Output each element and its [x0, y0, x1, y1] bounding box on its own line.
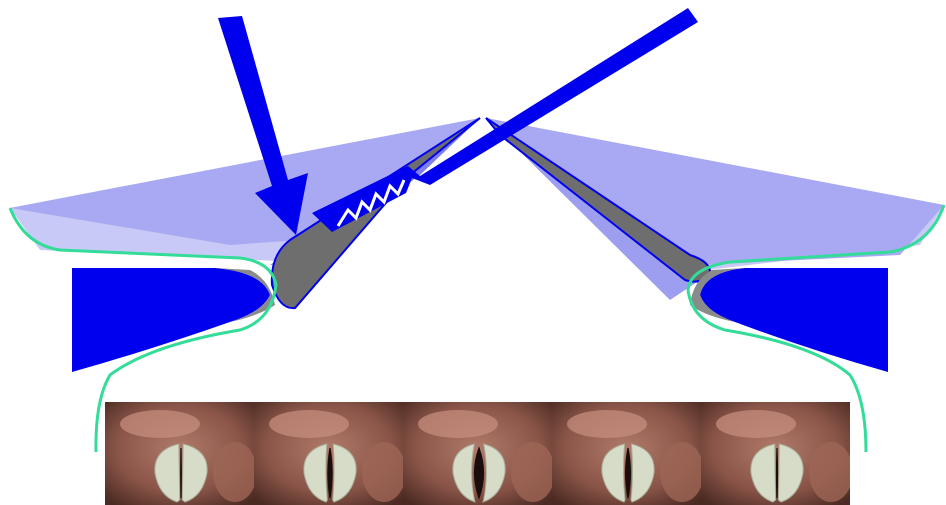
laryngoscopy-frame-5 — [701, 402, 850, 505]
epiglottis-highlight — [269, 410, 349, 438]
left-vocalis-muscle — [72, 268, 270, 372]
epiglottis-highlight — [418, 410, 498, 438]
epiglottis-highlight — [716, 410, 796, 438]
glottal-gap — [181, 448, 182, 498]
vocal-folds-photo — [552, 402, 701, 505]
laryngoscopy-frame-4 — [552, 402, 701, 505]
glottal-gap — [777, 448, 778, 498]
laryngoscopy-frame-2 — [254, 402, 403, 505]
right-fold-mid-layer — [486, 118, 944, 265]
glottal-gap — [626, 448, 631, 498]
vocal-folds-photo — [701, 402, 850, 505]
laryngoscopy-frame-1 — [105, 402, 254, 505]
laryngoscopy-frame-3 — [403, 402, 552, 505]
vocal-folds-photo — [254, 402, 403, 505]
epiglottis-highlight — [120, 410, 200, 438]
glottal-gap — [328, 448, 332, 498]
laryngoscopy-strip — [105, 402, 850, 505]
epiglottis-highlight — [567, 410, 647, 438]
vocal-folds-photo — [105, 402, 254, 505]
vocal-folds-photo — [403, 402, 552, 505]
